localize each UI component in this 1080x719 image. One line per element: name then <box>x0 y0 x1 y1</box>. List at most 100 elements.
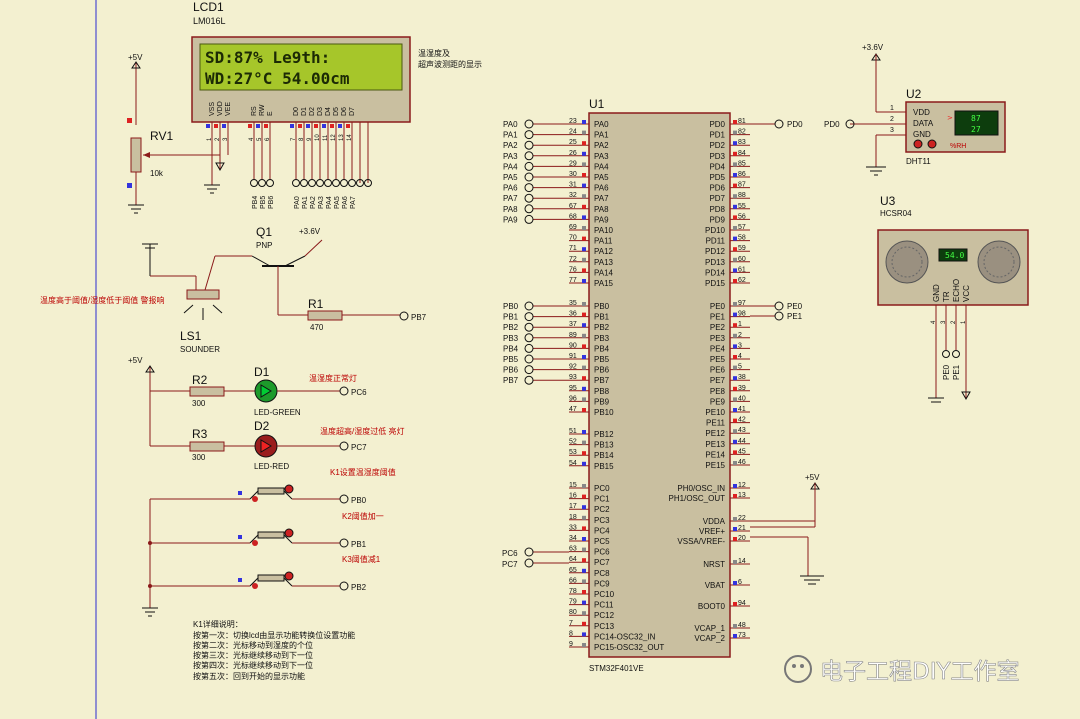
mcu-net-label: PA1 <box>503 131 518 140</box>
u2-button-down[interactable] <box>913 139 923 149</box>
mcu-pin-label: PB5 <box>594 355 610 364</box>
net-terminal <box>292 179 300 187</box>
mcu-pin-number: 68 <box>569 213 577 220</box>
mcu-pin-number: 94 <box>738 600 746 607</box>
r3-body <box>189 441 225 452</box>
mcu-pin-number: 89 <box>569 332 577 339</box>
u2-dht11[interactable]: +3.6V U2 VDD DATA GND 1 2 3 87 27 > %RH … <box>824 43 1006 176</box>
mcu-pin-label: PE6 <box>710 366 726 375</box>
mcu-pin-label: PC11 <box>594 601 614 610</box>
r1-resistor[interactable]: R1 470 PB7 <box>278 297 427 332</box>
pin-state-marker <box>582 204 586 209</box>
lcd-pin-label: D0 <box>293 107 300 116</box>
mcu-pin-label: PC10 <box>594 590 615 599</box>
mcu-pin-label: PC2 <box>594 505 610 514</box>
pin-state-marker <box>733 151 737 156</box>
lcd1-component[interactable]: LCD1 LM016L SD:87% Le9th: WD:27°C 54.00c… <box>191 0 482 209</box>
mcu-net-label: PA0 <box>503 120 518 129</box>
pin-state-marker <box>582 408 586 412</box>
mcu-pin-number: 52 <box>569 439 577 446</box>
key-press-icon[interactable] <box>284 484 294 494</box>
u2-pinnum-3: 3 <box>890 127 894 134</box>
pin-state-marker <box>582 236 586 241</box>
mcu-net-label: PB4 <box>503 344 519 353</box>
rv1-component[interactable]: +5V RV1 10k <box>127 53 220 214</box>
lcd1-pins: VSS1VDD2VEE3RS4RW5E6D07D18D29D310D411D51… <box>206 101 372 209</box>
u2-pin-vdd: VDD <box>913 108 930 117</box>
lcd-pin-label: RS <box>251 106 258 116</box>
q1-transistor[interactable]: Q1 PNP +3.6V <box>204 225 323 315</box>
watermark: 电子工程DIY工作室 <box>784 655 1020 685</box>
mcu-pin-label: PB10 <box>594 408 614 417</box>
mcu-pin-number: 22 <box>738 515 746 522</box>
wechat-icon <box>784 655 812 683</box>
mcu-pin-label: PB4 <box>594 344 610 353</box>
key-cap[interactable] <box>257 574 285 582</box>
mcu-pin-label: PD11 <box>706 237 726 246</box>
lcd-pin-number: 4 <box>249 137 255 141</box>
key-net-label: PB0 <box>351 496 367 505</box>
r1-value: 470 <box>310 323 324 332</box>
ls1-sounder[interactable]: LS1 SOUNDER 温度高于阈值/湿度低于阈值 警报响 <box>40 289 223 354</box>
mcu-pin-number: 46 <box>738 459 746 466</box>
mcu-pin-number: 20 <box>738 535 746 542</box>
lcd-pin-label: D5 <box>333 107 340 116</box>
mcu-pin-number: 30 <box>569 171 577 178</box>
mcu-pin-label: PA15 <box>594 279 614 288</box>
key-cap[interactable] <box>257 487 285 495</box>
r2-d1-branch[interactable]: R2 300 D1 LED-GREEN PC6 温湿度正常灯 <box>150 365 367 417</box>
wiper-arrow-icon <box>143 152 150 158</box>
mcu-pin-label: PE14 <box>705 450 725 459</box>
net-terminal <box>339 494 349 504</box>
mcu-pin-label: VCAP_2 <box>694 634 725 643</box>
ls1-body <box>186 289 220 300</box>
pin-state-marker <box>733 162 737 167</box>
mcu-pin-number: 18 <box>569 514 577 521</box>
mcu-net-label: PA4 <box>503 162 518 171</box>
pin-state-marker <box>582 162 586 167</box>
pin-state-marker <box>256 124 260 128</box>
mcu-pin-number: 33 <box>569 524 577 531</box>
pin-state-marker <box>582 355 586 359</box>
u1-pc7-net: PC7 <box>502 560 518 569</box>
mcu-pin-label: PD2 <box>709 141 725 150</box>
u2-button-up[interactable] <box>927 139 937 149</box>
pin-state-marker <box>582 247 586 252</box>
pin-state-marker <box>733 450 737 455</box>
mcu-pin-number: 42 <box>738 417 746 424</box>
mcu-pin-number: 72 <box>569 256 577 263</box>
mcu-pin-number: 36 <box>569 311 577 318</box>
mcu-pin-label: PB9 <box>594 397 610 406</box>
mcu-pin-number: 32 <box>569 192 577 199</box>
mcu-pin-label: VREF+ <box>699 527 725 536</box>
mcu-pin-number: 92 <box>569 364 577 371</box>
mcu-net-label: PB6 <box>503 366 519 375</box>
mcu-pin-label: PE13 <box>705 440 725 449</box>
mcu-net-label: PA2 <box>503 141 518 150</box>
pin-state-marker <box>264 124 268 128</box>
mcu-pin-number: 2 <box>738 332 742 339</box>
key-press-icon[interactable] <box>284 528 294 538</box>
r2-body <box>189 386 225 397</box>
net-terminal <box>524 322 534 332</box>
mcu-pin-label: PE5 <box>710 355 726 364</box>
mcu-pin-number: 60 <box>738 256 746 263</box>
key-press-icon[interactable] <box>284 571 294 581</box>
mcu-pin-label: PD14 <box>705 268 726 277</box>
mcu-pin-label: PC4 <box>594 526 610 535</box>
mcu-pin-label: PD12 <box>705 247 726 256</box>
r3-d2-branch[interactable]: R3 300 D2 LED-RED PC7 温度超高/湿度过低 亮灯 <box>150 419 404 471</box>
net-terminal <box>266 179 274 187</box>
mcu-pin-number: 57 <box>738 224 746 231</box>
net-terminal <box>300 179 308 187</box>
u1-mcu[interactable]: U1 STM32F401VE PA023PA124PA225PA326PA429… <box>503 97 750 673</box>
ls1-ref: LS1 <box>180 329 202 343</box>
key-cap[interactable] <box>257 531 285 539</box>
